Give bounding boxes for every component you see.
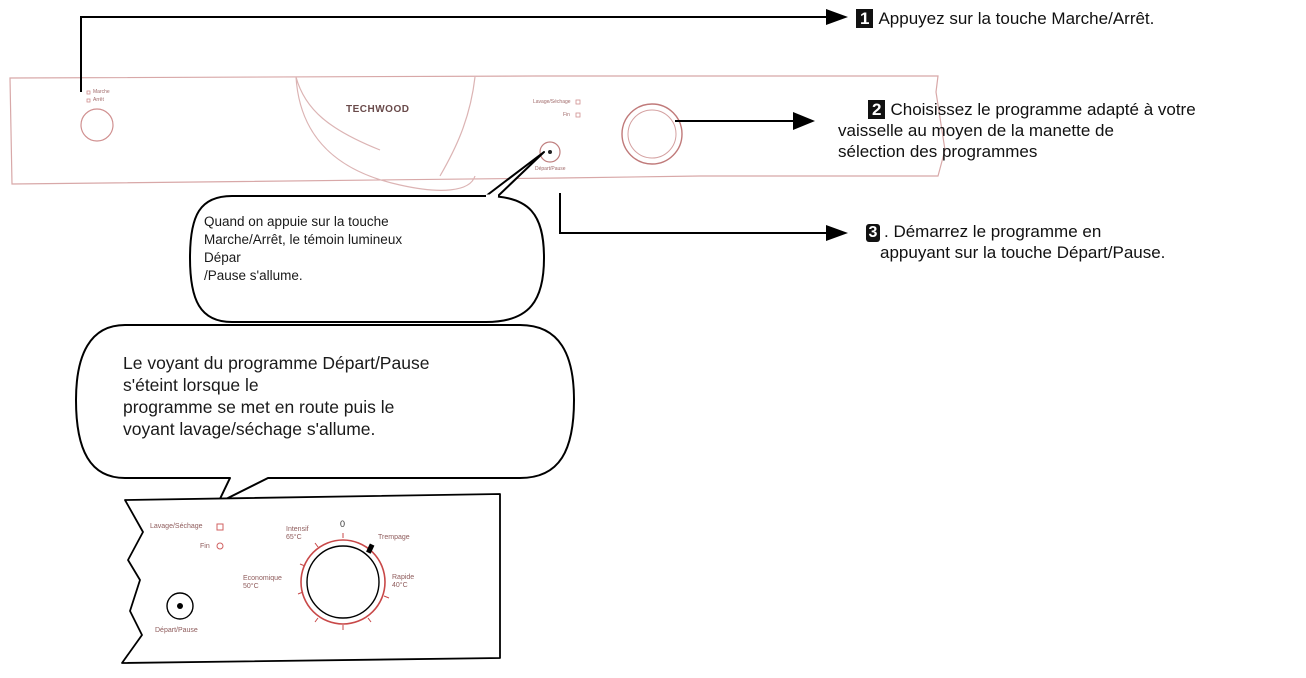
- callout-lines: [80, 16, 830, 234]
- indicator-label-fin-top: Fin: [563, 112, 570, 118]
- bubble-bottom-line: Le voyant du programme Départ/Pause: [123, 353, 430, 373]
- bubble-top-line: /Pause s'allume.: [204, 268, 303, 283]
- power-label-marche: Marche: [93, 89, 110, 95]
- program-label-economique: Economique 50°C: [243, 575, 282, 590]
- dial-zero-label: 0: [340, 519, 346, 529]
- step-1-number: 1: [856, 9, 874, 28]
- step-2-number: 2: [868, 100, 886, 119]
- indicator-label-lavage-top: Lavage/Séchage: [533, 99, 571, 105]
- bubble-top-text: Quand on appuie sur la touche Marche/Arr…: [204, 213, 534, 285]
- step-2-line-1: Choisissez le programme adapté à votre: [890, 100, 1196, 119]
- step-3: 3. Démarrez le programme en appuyant sur…: [866, 221, 1286, 263]
- program-dial-zoom: [300, 539, 386, 625]
- indicator-label-lavage-zoom: Lavage/Séchage: [150, 523, 203, 530]
- bubble-bottom-line: programme se met en route puis le: [123, 397, 395, 417]
- speech-bubble-bottom: [75, 324, 575, 504]
- brand-logo: TECHWOOD: [346, 104, 410, 115]
- program-label-trempage: Trempage: [378, 534, 410, 541]
- speech-bubble-top: [189, 151, 545, 323]
- program-label-rapide: Rapide 40°C: [392, 574, 415, 589]
- start-pause-button-zoom: [166, 592, 194, 620]
- start-label-zoom: Départ/Pause: [155, 627, 198, 634]
- step-2-line-2: vaisselle au moyen de la manette de: [838, 121, 1114, 140]
- arrowheads: [793, 9, 848, 241]
- step-3-line-2: appuyant sur la touche Départ/Pause.: [880, 243, 1166, 262]
- bubble-top-line: Dépar: [204, 250, 241, 265]
- program-dial-top: [621, 103, 683, 165]
- bubble-bottom-line: s'éteint lorsque le: [123, 375, 259, 395]
- program-label-intensif: Intensif 65°C: [286, 526, 309, 541]
- step-3-line-1: . Démarrez le programme en: [884, 222, 1102, 241]
- start-label-top: Départ/Pause: [535, 166, 566, 172]
- control-panel-top: [9, 75, 946, 191]
- bubble-top-line: Quand on appuie sur la touche: [204, 214, 389, 229]
- bubble-bottom-line: voyant lavage/séchage s'allume.: [123, 419, 376, 439]
- step-1-text: Appuyez sur la touche Marche/Arrêt.: [878, 9, 1155, 28]
- start-pause-button-top: [539, 141, 561, 163]
- step-3-number: 3: [866, 224, 880, 242]
- power-button-top: [80, 108, 114, 142]
- bubble-bottom-text: Le voyant du programme Départ/Pause s'ét…: [123, 352, 563, 440]
- power-label-arret: Arrêt: [93, 97, 104, 103]
- indicator-label-fin-zoom: Fin: [200, 543, 210, 550]
- bubble-top-line: Marche/Arrêt, le témoin lumineux: [204, 232, 403, 247]
- control-panel-zoom: [121, 493, 501, 664]
- step-2-line-3: sélection des programmes: [838, 142, 1038, 161]
